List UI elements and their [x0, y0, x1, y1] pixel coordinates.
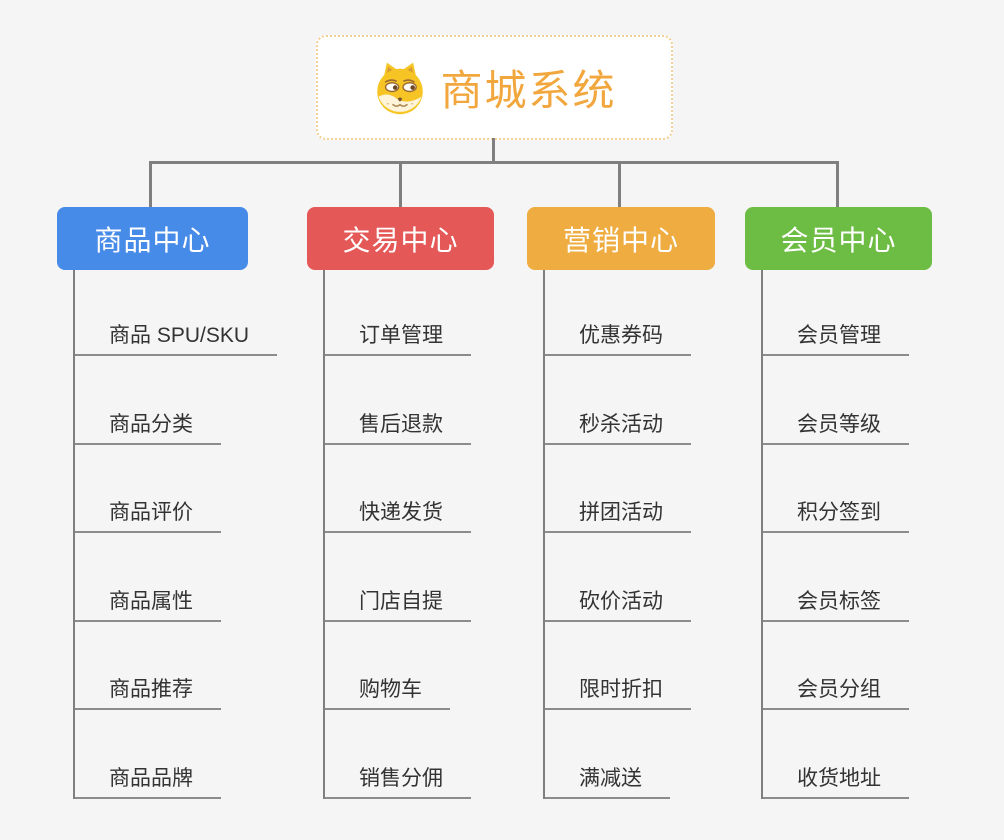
child-topic[interactable]: 会员等级 [763, 356, 909, 445]
child-topic[interactable]: 售后退款 [325, 356, 471, 445]
child-topic[interactable]: 商品推荐 [75, 622, 221, 711]
connector-drop-4 [836, 161, 839, 207]
branch-box-trade-center[interactable]: 交易中心 [307, 207, 494, 270]
child-topic[interactable]: 商品品牌 [75, 710, 221, 799]
child-topic[interactable]: 商品属性 [75, 533, 221, 622]
branch-box-marketing-center[interactable]: 营销中心 [527, 207, 715, 270]
child-topic[interactable]: 商品分类 [75, 356, 221, 445]
connector-drop-1 [149, 161, 152, 207]
connector-bus [149, 161, 839, 164]
child-topic[interactable]: 会员管理 [763, 270, 909, 356]
child-topic[interactable]: 会员分组 [763, 622, 909, 711]
child-topic[interactable]: 商品评价 [75, 445, 221, 534]
child-topic[interactable]: 商品 SPU/SKU [75, 270, 278, 356]
branch-product-center: 商品中心 商品 SPU/SKU 商品分类 商品评价 商品属性 商品推荐 商品品牌 [57, 207, 278, 799]
root-topic[interactable]: 商城系统 [316, 35, 673, 140]
branch-marketing-center: 营销中心 优惠券码 秒杀活动 拼团活动 砍价活动 限时折扣 满减送 [527, 207, 715, 799]
child-topic[interactable]: 购物车 [325, 622, 450, 711]
child-topic[interactable]: 快递发货 [325, 445, 471, 534]
child-topic[interactable]: 订单管理 [325, 270, 471, 356]
child-topic[interactable]: 限时折扣 [545, 622, 691, 711]
connector-drop-3 [618, 161, 621, 207]
child-topic[interactable]: 门店自提 [325, 533, 471, 622]
dog-icon [377, 62, 424, 114]
connector-drop-2 [399, 161, 402, 207]
branch-children-trade-center: 订单管理 售后退款 快递发货 门店自提 购物车 销售分佣 [323, 270, 471, 799]
child-topic[interactable]: 收货地址 [763, 710, 909, 799]
child-topic[interactable]: 会员标签 [763, 533, 909, 622]
branch-children-member-center: 会员管理 会员等级 积分签到 会员标签 会员分组 收货地址 [761, 270, 909, 799]
child-topic[interactable]: 拼团活动 [545, 445, 691, 534]
branch-box-member-center[interactable]: 会员中心 [745, 207, 932, 270]
child-topic[interactable]: 满减送 [545, 710, 670, 799]
child-topic[interactable]: 积分签到 [763, 445, 909, 534]
branch-box-product-center[interactable]: 商品中心 [57, 207, 248, 270]
branch-children-marketing-center: 优惠券码 秒杀活动 拼团活动 砍价活动 限时折扣 满减送 [543, 270, 691, 799]
child-topic[interactable]: 秒杀活动 [545, 356, 691, 445]
branch-children-product-center: 商品 SPU/SKU 商品分类 商品评价 商品属性 商品推荐 商品品牌 [73, 270, 278, 799]
child-topic[interactable]: 销售分佣 [325, 710, 471, 799]
child-topic[interactable]: 优惠券码 [545, 270, 691, 356]
branch-trade-center: 交易中心 订单管理 售后退款 快递发货 门店自提 购物车 销售分佣 [307, 207, 494, 799]
branch-member-center: 会员中心 会员管理 会员等级 积分签到 会员标签 会员分组 收货地址 [745, 207, 932, 799]
root-topic-title: 商城系统 [440, 67, 617, 114]
connector-root-stem [492, 138, 495, 163]
child-topic[interactable]: 砍价活动 [545, 533, 691, 622]
